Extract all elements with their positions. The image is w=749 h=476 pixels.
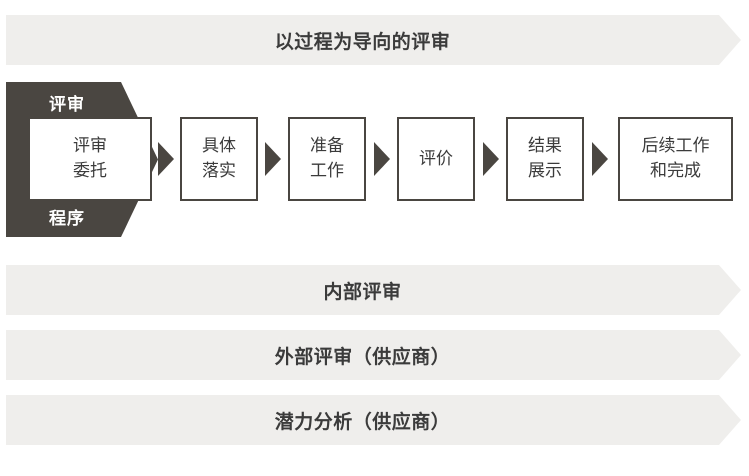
arrow-right-triangle-icon-4 xyxy=(483,142,499,176)
process-flow-row: 评审 程序 评审 委托 具体 落实 准备 工作 评价 结果 展示 xyxy=(0,82,749,237)
banner-label: 外部评审（供应商） xyxy=(274,345,451,368)
step-line-2: 委托 xyxy=(73,161,107,181)
step-line-1: 准备 xyxy=(310,136,344,157)
step-box-1[interactable]: 评审 委托 xyxy=(28,117,152,201)
banner-potential-analysis-supplier: 潜力分析（供应商） xyxy=(6,395,741,445)
step-box-5[interactable]: 结果 展示 xyxy=(506,117,584,201)
step-box-3[interactable]: 准备 工作 xyxy=(288,117,366,201)
step-line-1: 评审 xyxy=(73,136,107,157)
step-line-1: 具体 xyxy=(202,136,236,157)
arrow-right-triangle-icon-2 xyxy=(265,142,281,176)
chevron-top-label: 评审 xyxy=(49,95,85,115)
arrow-right-triangle-icon-1 xyxy=(158,142,174,176)
banner-label: 以过程为导向的评审 xyxy=(274,30,451,53)
step-line-2: 展示 xyxy=(528,161,562,181)
step-line-1: 结果 xyxy=(528,136,562,157)
banner-process-oriented-review: 以过程为导向的评审 xyxy=(6,15,741,65)
step-line-1: 后续工作 xyxy=(641,136,710,157)
chevron-bottom-label: 程序 xyxy=(49,209,85,229)
step-line-2: 落实 xyxy=(202,161,236,181)
banner-label: 潜力分析（供应商） xyxy=(274,410,451,433)
step-box-6[interactable]: 后续工作 和完成 xyxy=(618,117,733,201)
banner-internal-review: 内部评审 xyxy=(6,265,741,315)
arrow-right-triangle-icon-5 xyxy=(592,142,608,176)
step-line-2: 和完成 xyxy=(650,161,701,181)
banner-external-review-supplier: 外部评审（供应商） xyxy=(6,330,741,380)
step-box-2[interactable]: 具体 落实 xyxy=(180,117,258,201)
step-line-1: 评价 xyxy=(419,148,453,169)
step-box-4[interactable]: 评价 xyxy=(397,117,475,201)
step-line-2: 工作 xyxy=(310,161,344,181)
banner-label: 内部评审 xyxy=(323,280,402,303)
arrow-right-triangle-icon-3 xyxy=(374,142,390,176)
